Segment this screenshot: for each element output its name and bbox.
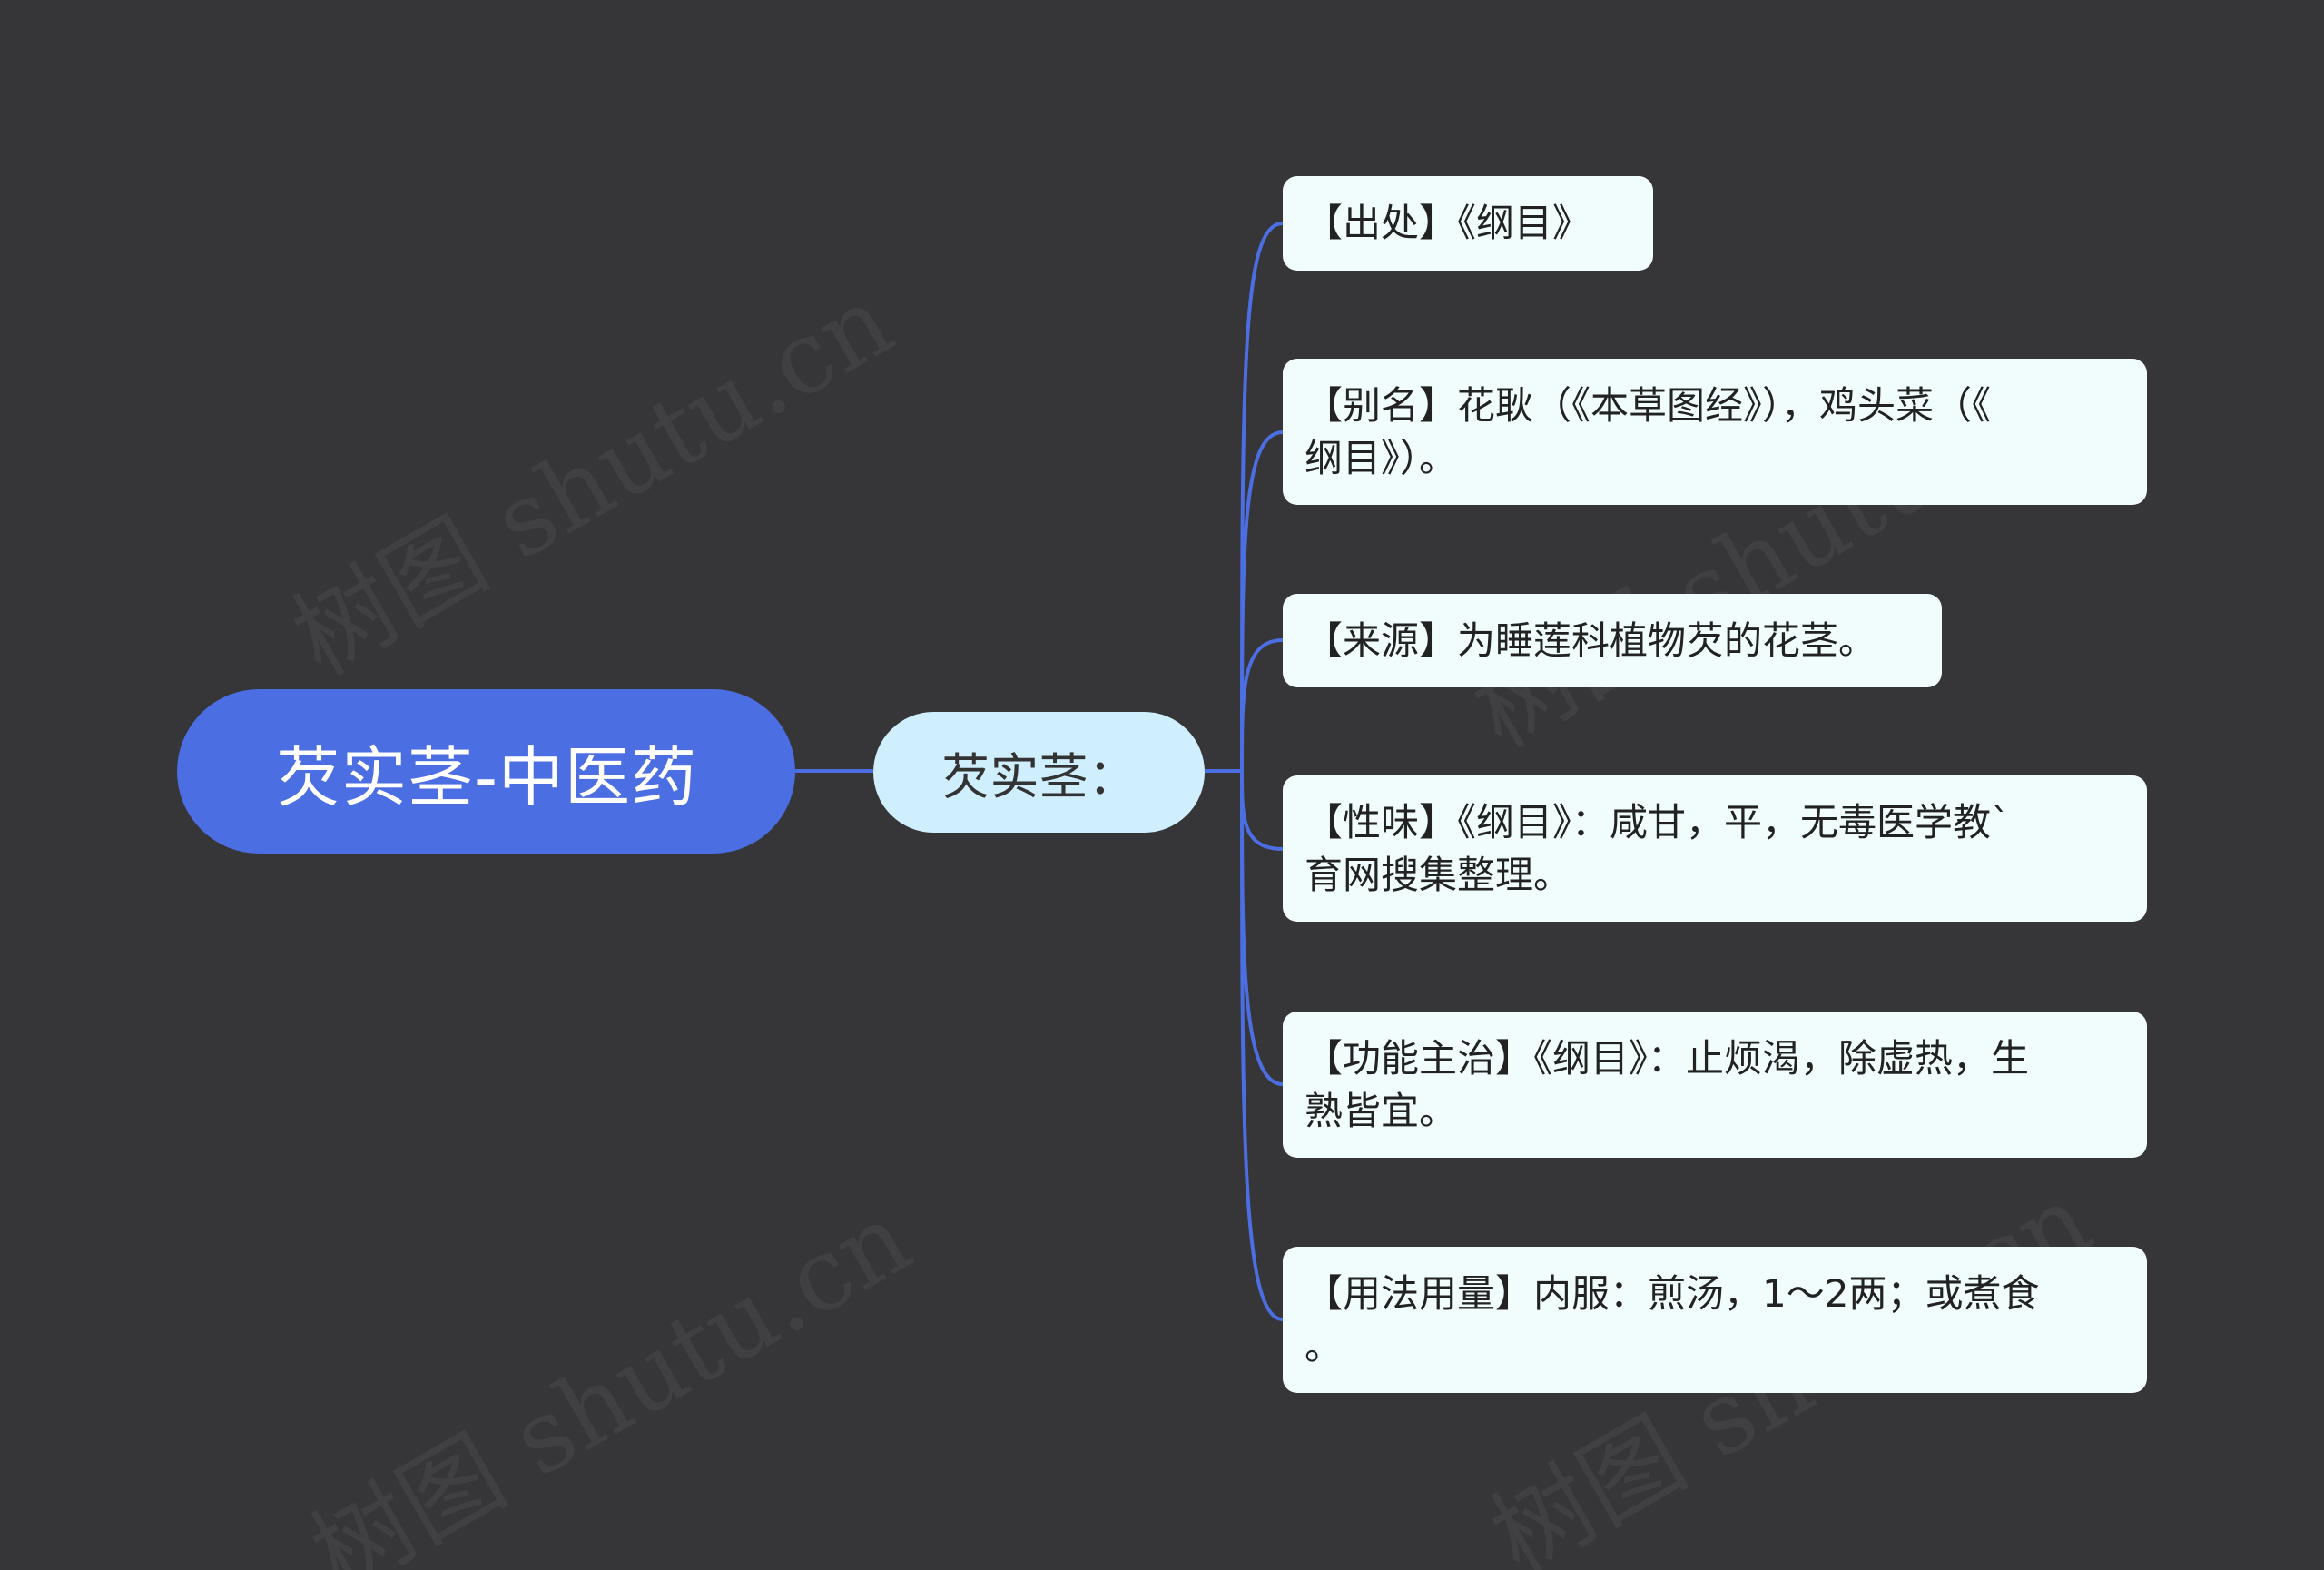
leaf-node-source[interactable]: 【出处】《纲目》 [1283,176,1653,271]
leaf-node-dosage[interactable]: 【用法用量】内服：煎汤，1～2两；或煮食 。 [1283,1247,2147,1393]
leaf-node-indications[interactable]: 【功能主治】《纲目》：止烦渴，除虚热，生 熟皆宜。 [1283,1012,2147,1158]
leaf-text-line: 【性味】《纲目》：咸甘，平，无毒医学教` [1305,799,2011,844]
leaf-text-line: 【来源】为睡莲科植物芡的花茎。 [1305,617,1877,663]
leaf-node-nature-flavor[interactable]: 【性味】《纲目》：咸甘，平，无毒医学教` 育网搜集整理。 [1283,775,2147,922]
leaf-text-line: 【别名】花耿（《本草图经》），鸡头菜（《 [1305,382,1992,428]
leaf-text-line: 【出处】《纲目》 [1305,201,1591,245]
leaf-node-alias[interactable]: 【别名】花耿（《本草图经》），鸡头菜（《 纲目》）。 [1283,359,2147,505]
leaf-text-line: 【用法用量】内服：煎汤，1～2两；或煮食 [1305,1270,2040,1316]
root-node-label: 芡实茎-中医药 [275,739,697,815]
leaf-text-line: 纲目》）。 [1305,435,1458,480]
connector-leaf-3 [1240,638,1284,772]
leaf-text-line: 【功能主治】《纲目》：止烦渴，除虚热，生 [1305,1035,2030,1081]
connector-leaf-5 [1240,770,1284,1086]
leaf-text-line: 。 [1305,1323,1344,1368]
hub-node-label: 芡实茎： [940,748,1137,805]
leaf-text-line: 熟皆宜。 [1305,1088,1458,1133]
leaf-node-origin[interactable]: 【来源】为睡莲科植物芡的花茎。 [1283,594,1942,687]
connector-leaf-2 [1240,430,1284,772]
connector-leaf-4 [1240,770,1284,851]
leaf-text-line: 育网搜集整理。 [1305,852,1572,897]
connector-leaf-6 [1240,770,1284,1321]
root-node[interactable]: 芡实茎-中医药 [177,689,795,854]
hub-node[interactable]: 芡实茎： [873,712,1205,833]
